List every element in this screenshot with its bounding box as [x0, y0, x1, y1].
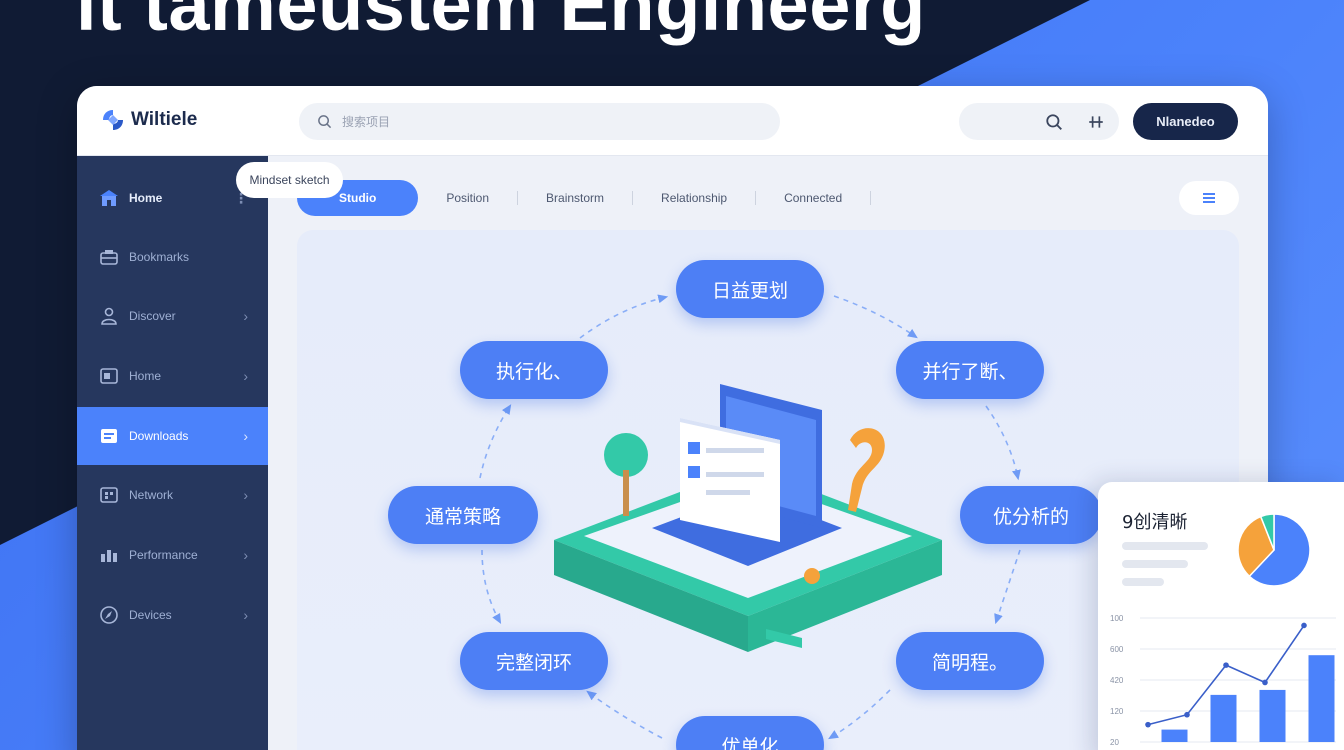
menu-button[interactable] — [1179, 181, 1239, 215]
bar-2 — [1259, 689, 1286, 742]
tab-divider — [517, 191, 519, 205]
y-tick-label: 600 — [1110, 645, 1124, 654]
sidebar-item-label: Discover — [129, 309, 176, 323]
trend-point-4 — [1301, 622, 1307, 629]
sidebar-item-label: Devices — [129, 608, 172, 622]
cycle-node-6[interactable]: 完整闭环 — [460, 632, 608, 690]
user-icon — [99, 306, 119, 326]
trend-point-1 — [1184, 711, 1190, 718]
sidebar-item-label: Performance — [129, 548, 198, 562]
bar-0 — [1161, 729, 1188, 742]
placeholder-line — [1122, 578, 1164, 586]
app-name: Wiltiele — [131, 109, 198, 130]
placeholder-line — [1122, 542, 1208, 550]
search-bar[interactable] — [299, 103, 780, 140]
placeholder-line — [1122, 560, 1188, 568]
chevron-right-icon: › — [243, 487, 248, 503]
tab-relationship[interactable]: Relationship — [661, 191, 728, 205]
chevron-right-icon: › — [243, 368, 248, 384]
tab-connected[interactable]: Connected — [784, 191, 843, 205]
document-icon — [99, 426, 119, 446]
sidebar-item-network[interactable]: Network › — [77, 466, 268, 524]
tab-position[interactable]: Position — [446, 191, 490, 205]
search-icon — [318, 115, 332, 129]
grid-icon — [99, 485, 119, 505]
sidebar-item-label: Downloads — [129, 429, 189, 443]
topbar-tools — [959, 103, 1119, 140]
trend-point-0 — [1145, 721, 1151, 728]
cycle-node-7[interactable]: 通常策略 — [388, 486, 538, 544]
search-icon[interactable] — [1045, 113, 1063, 131]
cycle-node-2[interactable]: 并行了断、 — [896, 341, 1044, 399]
cycle-node-8[interactable]: 执行化、 — [460, 341, 608, 399]
cycle-node-5[interactable]: 优单化 — [676, 716, 824, 750]
sidebar-item-discover[interactable]: Discover › — [77, 287, 268, 345]
card-title: 9创清晰 — [1122, 512, 1188, 533]
bar-line-chart: 100 600 420 120 20 — [1110, 614, 1336, 747]
primary-button[interactable]: Nlanedeo — [1133, 103, 1238, 140]
y-tick-label: 120 — [1110, 707, 1124, 716]
sidebar-item-label: Bookmarks — [129, 250, 190, 264]
home-icon — [99, 188, 119, 208]
sidebar-item-devices[interactable]: Devices › — [77, 586, 268, 644]
chart-icon — [99, 545, 119, 565]
headline: it tameustem Engineerg — [76, 0, 926, 46]
canvas-tag[interactable]: Mindset sketch — [236, 162, 343, 198]
chevron-right-icon: › — [243, 607, 248, 623]
chevron-right-icon: › — [243, 308, 248, 324]
tab-bar: Studio Position Brainstorm Relationship … — [297, 180, 872, 216]
browser-icon — [99, 366, 119, 386]
bar-3 — [1308, 655, 1335, 742]
pie-slice-0 — [1248, 513, 1311, 587]
topbar: Wiltiele Nlanedeo — [77, 86, 1268, 156]
sidebar-item-label: Network — [129, 488, 174, 502]
sidebar-item-performance[interactable]: Performance › — [77, 526, 268, 584]
y-tick-label: 100 — [1110, 614, 1124, 623]
menu-icon — [1203, 193, 1215, 203]
y-tick-label: 20 — [1110, 738, 1119, 747]
hash-icon[interactable] — [1087, 113, 1105, 131]
compass-icon — [99, 605, 119, 625]
sidebar-item-home-2[interactable]: Home › — [77, 347, 268, 405]
chevron-right-icon: › — [243, 428, 248, 444]
trend-point-2 — [1223, 662, 1229, 668]
cycle-node-4[interactable]: 简明程。 — [896, 632, 1044, 690]
bar-1 — [1210, 694, 1237, 742]
search-input[interactable] — [342, 114, 742, 129]
tab-brainstorm[interactable]: Brainstorm — [546, 191, 605, 205]
pie-slice-1 — [1237, 515, 1275, 578]
sidebar: Home ⋮ Bookmarks Discover › Home › — [77, 156, 268, 750]
pie-slice-2 — [1259, 513, 1275, 551]
trend-point-3 — [1262, 679, 1268, 686]
sidebar-item-downloads[interactable]: Downloads › — [77, 407, 268, 465]
y-tick-label: 420 — [1110, 676, 1124, 685]
analytics-card: 9创清晰 100 600 420 120 20 — [1098, 482, 1344, 750]
tab-divider — [755, 191, 757, 205]
cycle-node-1[interactable]: 日益更划 — [676, 260, 824, 318]
pie-chart — [1237, 513, 1311, 587]
sidebar-item-label: Home — [129, 191, 163, 205]
sidebar-item-bookmarks[interactable]: Bookmarks — [77, 228, 268, 286]
logo[interactable]: Wiltiele — [101, 108, 197, 132]
tab-divider — [870, 191, 872, 205]
cycle-node-3[interactable]: 优分析的 — [960, 486, 1102, 544]
sidebar-item-label: Home — [129, 369, 162, 383]
inbox-icon — [99, 247, 119, 267]
logo-mark-icon — [103, 110, 123, 130]
tab-divider — [632, 191, 634, 205]
chevron-right-icon: › — [243, 547, 248, 563]
